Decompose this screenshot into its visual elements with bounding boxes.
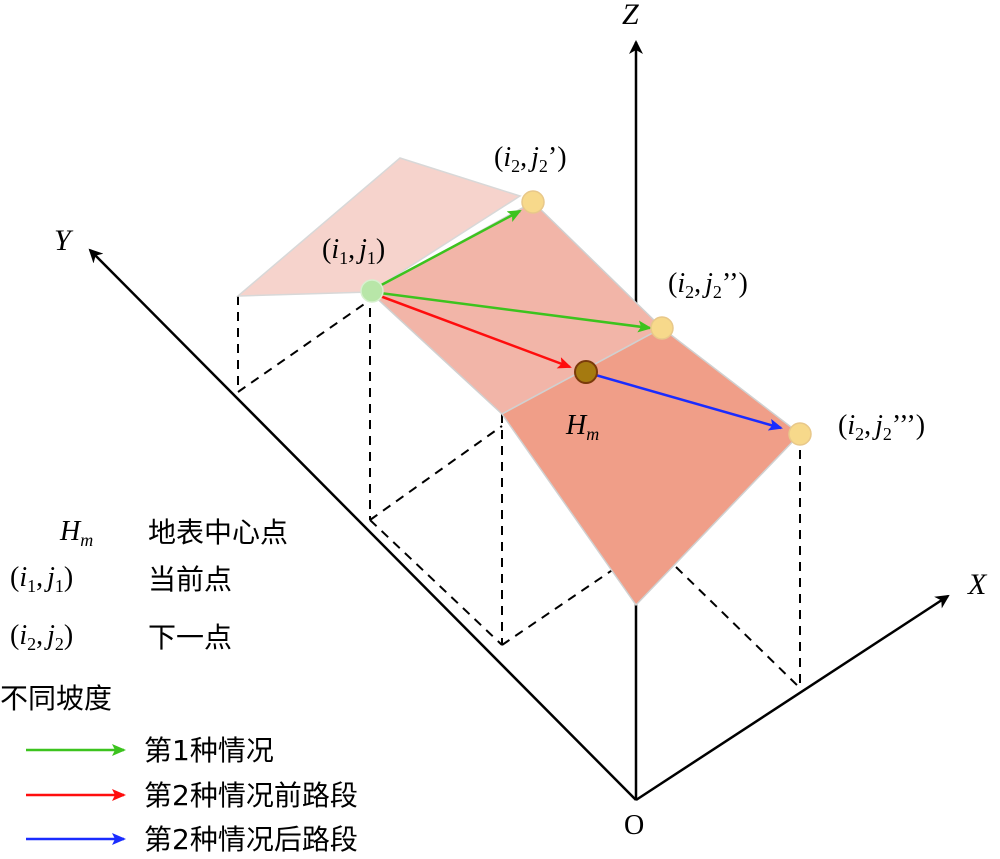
next-point-2 (650, 316, 674, 340)
next-point-1 (521, 190, 545, 214)
case1-arrow-b (371, 290, 652, 333)
legend-next-text: 下一点 (148, 621, 232, 654)
y-axis-label: Y (54, 224, 74, 257)
next-point-1-label: (i2,j2’) (494, 142, 567, 176)
case2-front-arrow (371, 291, 572, 369)
center-point-label: Hm (565, 410, 599, 444)
case1-arrow-a (371, 209, 522, 292)
case2-back-arrow (591, 372, 783, 431)
z-axis-label: Z (622, 0, 639, 31)
x-axis (635, 594, 950, 802)
legend-label-case2-back: 第2种情况后路段 (144, 823, 358, 856)
legend-center-symbol: Hm (59, 516, 93, 550)
next-point-2-label: (i2,j2’’) (668, 268, 748, 302)
current-point (360, 279, 384, 303)
legend-next-symbol: (i2,j2) (10, 620, 73, 654)
legend: Hm 地表中心点 (i1,j1) 当前点 (i2,j2) 下一点 不同坡度 第1… (0, 516, 358, 856)
surface-center-point (574, 360, 598, 384)
next-point-3-label: (i2,j2’’’) (838, 410, 925, 444)
legend-label-case1: 第1种情况 (144, 734, 274, 767)
y-axis (88, 248, 637, 801)
legend-current-text: 当前点 (148, 563, 232, 596)
legend-center-text: 地表中心点 (148, 516, 288, 549)
legend-label-case2-front: 第2种情况前路段 (144, 779, 358, 812)
legend-current-symbol: (i1,j1) (10, 562, 73, 596)
legend-slope-heading: 不同坡度 (0, 682, 112, 715)
next-point-3 (788, 422, 812, 446)
x-axis-label: X (967, 568, 988, 601)
projection-lines (237, 292, 801, 689)
current-point-label: (i1,j1) (322, 234, 385, 268)
origin-label: O (624, 810, 644, 841)
surface-back (235, 157, 522, 297)
